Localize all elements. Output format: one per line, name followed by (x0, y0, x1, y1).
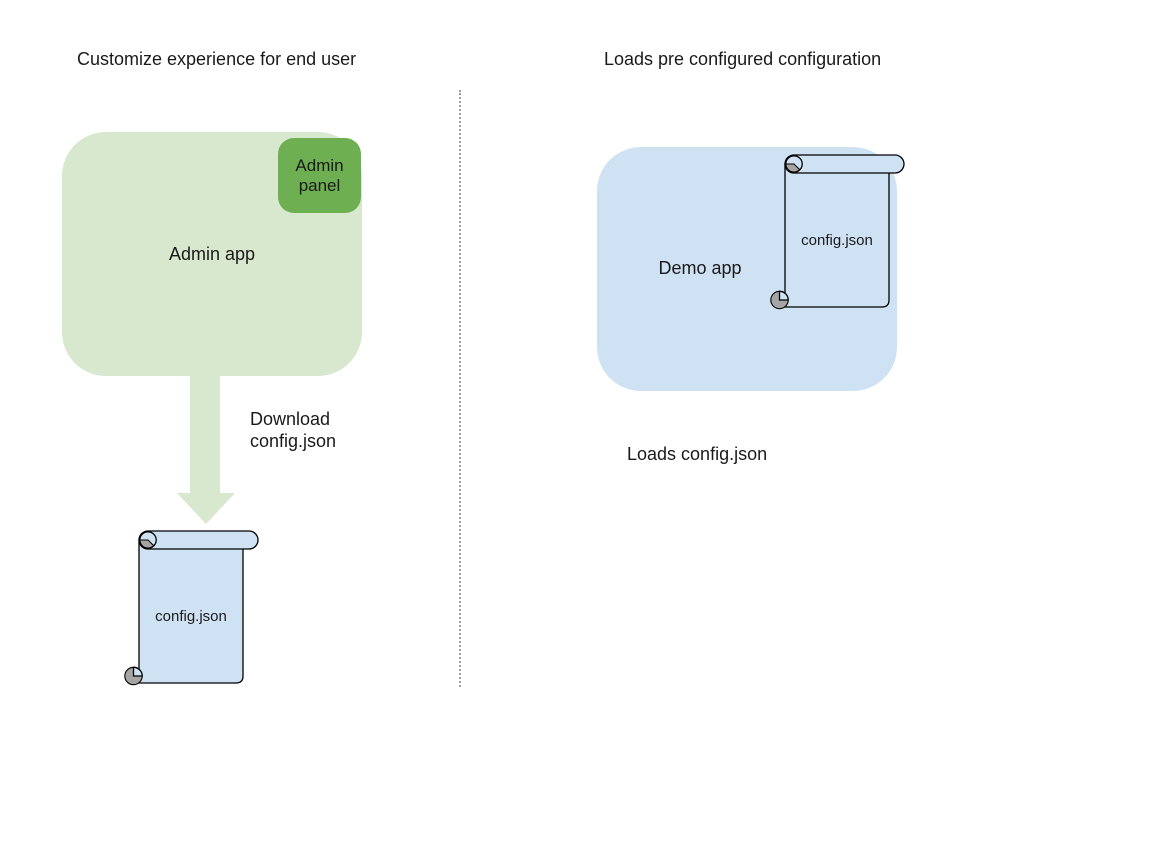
config-file-scroll-right: config.json (769, 154, 906, 311)
config-file-label-left: config.json (155, 607, 227, 625)
scroll-icon (124, 530, 259, 686)
download-arrow-icon (174, 374, 236, 525)
admin-panel-shape: Admin panel (278, 138, 361, 213)
config-file-scroll-left: config.json (123, 530, 260, 687)
section-divider (459, 90, 461, 687)
demo-app-label: Demo app (658, 258, 742, 278)
admin-app-label: Admin app (168, 244, 256, 264)
loads-config-caption: Loads config.json (627, 444, 768, 464)
scroll-icon (770, 154, 905, 310)
download-arrow-label: Download config.json (250, 409, 337, 451)
right-section-title: Loads pre configured configuration (604, 49, 882, 69)
admin-panel-label: Admin panel (295, 155, 344, 195)
config-file-label-right: config.json (801, 231, 873, 249)
left-section-title: Customize experience for end user (77, 49, 357, 69)
